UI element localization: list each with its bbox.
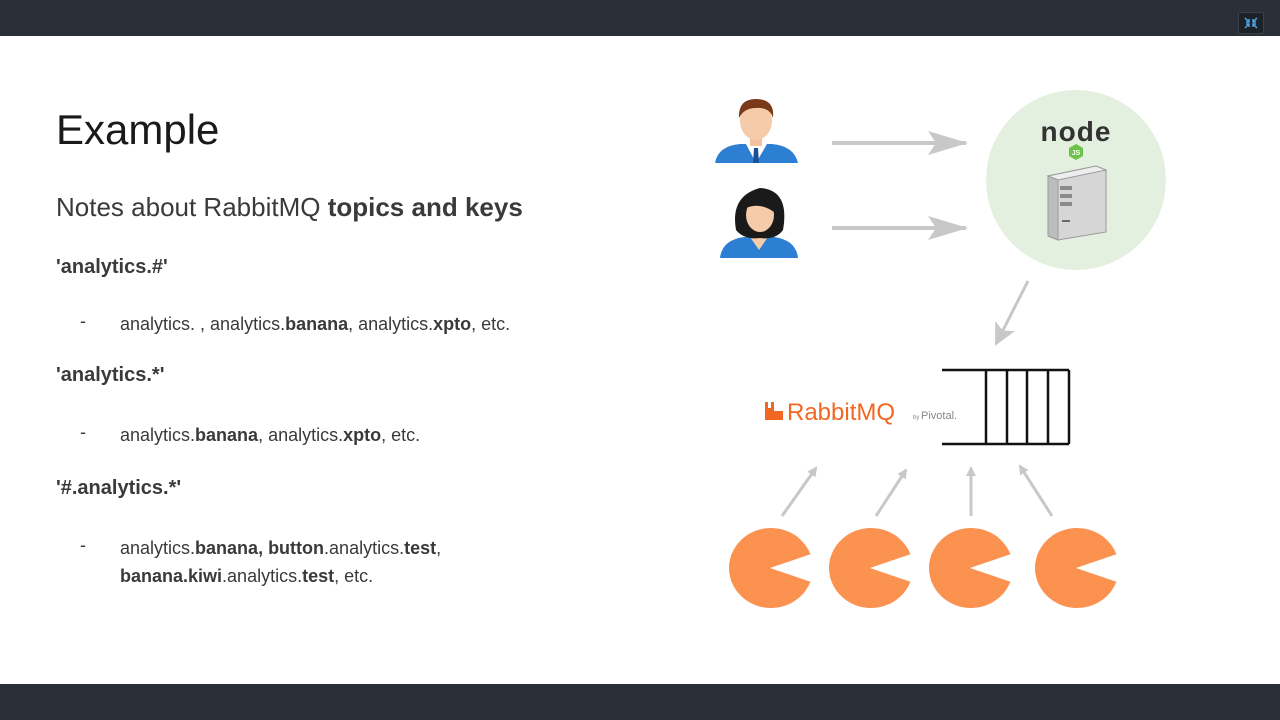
consumer-2 — [829, 528, 910, 608]
consumer-1 — [729, 528, 810, 608]
exit-fullscreen-icon — [1244, 17, 1258, 29]
nodejs-server: node JS — [986, 90, 1166, 270]
arrow-consumer1-to-queue — [782, 468, 816, 516]
rabbitmq-logo-text: RabbitMQ — [787, 399, 895, 426]
bottom-bar — [0, 684, 1280, 720]
consumer-3 — [929, 528, 1010, 608]
nodejs-logo-text: node — [1041, 116, 1112, 147]
pivotal-logo-text: Pivotal. — [921, 410, 957, 422]
message-queue — [942, 370, 1069, 444]
female-user-icon — [720, 188, 798, 258]
server-icon — [1048, 166, 1106, 240]
arrow-server-to-queue — [996, 281, 1028, 344]
male-user-icon — [715, 99, 798, 163]
exit-fullscreen-button[interactable] — [1238, 12, 1264, 34]
arrow-consumer2-to-queue — [876, 470, 906, 516]
arrow-consumer4-to-queue — [1020, 466, 1052, 516]
rabbitmq-logo: RabbitMQ by Pivotal. — [765, 399, 957, 426]
architecture-diagram: node JS RabbitMQ by Pivotal. — [0, 36, 1280, 684]
nodejs-js-badge: JS — [1072, 150, 1081, 157]
consumer-4 — [1035, 528, 1116, 608]
pivotal-by-text: by — [913, 415, 919, 421]
top-bar — [0, 0, 1280, 36]
slide: Example Notes about RabbitMQ topics and … — [0, 36, 1280, 684]
